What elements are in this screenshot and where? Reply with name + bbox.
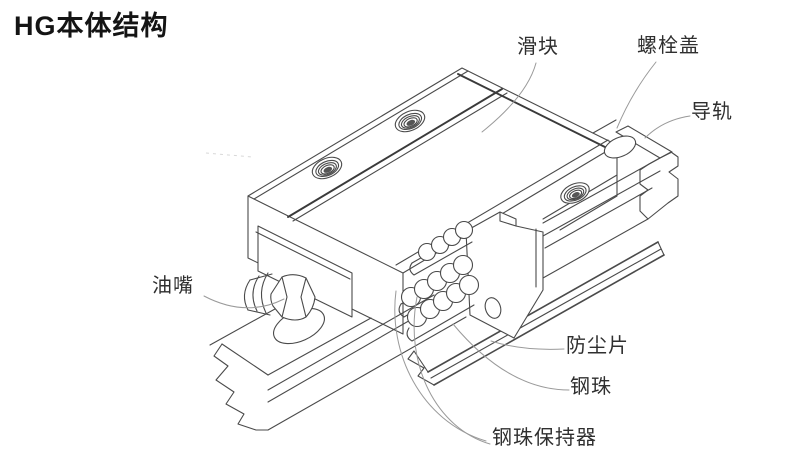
block-threaded-hole-2 — [394, 109, 426, 133]
label-bolt-cover: 螺栓盖 — [637, 35, 700, 57]
leader-lines — [203, 61, 691, 445]
leader-slider — [481, 62, 537, 133]
leader-oil-nozzle — [203, 295, 285, 309]
end-cap-drawing — [255, 225, 353, 318]
rail-end-drawing — [542, 119, 679, 279]
leader-retainer-2 — [413, 296, 491, 445]
label-oil-nozzle: 油嘴 — [152, 275, 194, 297]
page-title: HG本体结构 — [14, 11, 169, 41]
leader-rail — [644, 115, 691, 139]
block-threaded-hole-1 — [311, 156, 343, 180]
end-plate-hole — [484, 297, 502, 319]
label-steel-ball: 钢珠 — [570, 376, 612, 398]
leader-dust-strip — [490, 340, 565, 350]
label-slider: 滑块 — [517, 36, 559, 58]
grease-nipple-drawing — [243, 272, 325, 345]
label-dust-strip: 防尘片 — [566, 335, 629, 357]
dust-strip-drawing — [407, 241, 665, 386]
rail-drawing — [209, 288, 467, 431]
label-rail: 导轨 — [691, 101, 733, 123]
bolt-cover-dome — [603, 135, 637, 159]
leader-steel-ball — [452, 323, 570, 391]
label-ball-retainer: 钢珠保持器 — [492, 427, 597, 449]
watermark-dashes — [205, 152, 253, 158]
rail-mounting-hole — [560, 182, 590, 204]
steel-balls-drawing — [400, 220, 480, 328]
end-plate-drawing — [465, 211, 544, 339]
leader-bolt-cover — [616, 61, 657, 129]
